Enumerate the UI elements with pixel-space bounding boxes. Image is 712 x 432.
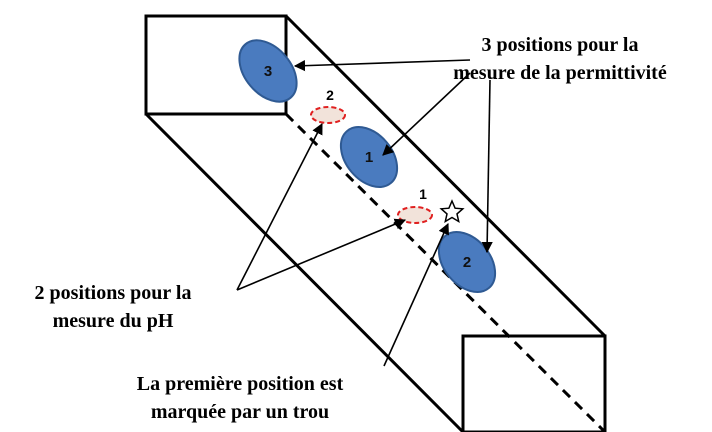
permittivity-position-3: 3 [238,39,298,103]
hole-caption-line1: La première position est [137,373,344,395]
hole-star-icon [439,199,465,224]
permittivity-position-label: 3 [264,63,272,80]
box-edge-bottom-left [144,112,465,432]
permittivity-marker-ellipse [339,126,399,188]
hole-caption: La première position est marquée par un … [137,373,344,423]
ph-position-label: 1 [419,186,427,202]
ph-marker-ellipse [310,106,346,124]
permittivity-caption: 3 positions pour la mesure de la permitt… [453,34,667,84]
arrow-to-permittivity-2 [481,79,493,254]
ph-position-1: 1 [397,186,433,224]
ph-caption-line1: 2 positions pour la [35,282,192,304]
box-end-face-bottom [461,334,607,432]
permittivity-position-label: 1 [365,149,373,166]
permittivity-position-2: 2 [437,231,497,293]
arrow-to-ph-2 [236,123,323,291]
ph-position-2: 2 [310,87,346,124]
ph-marker-ellipse [397,206,433,224]
permittivity-caption-line2: mesure de la permittivité [453,62,667,84]
arrow-to-permittivity-1 [382,72,471,156]
arrow-to-hole-star [383,222,449,367]
permittivity-position-label: 2 [463,254,471,271]
arrow-to-ph-1 [236,218,407,291]
ph-caption-line2: mesure du pH [53,310,174,332]
permittivity-position-1: 1 [339,126,399,188]
arrow-to-permittivity-3 [293,59,471,72]
ph-caption: 2 positions pour la mesure du pH [35,282,192,332]
box-edge-top-right [284,14,607,338]
hole-caption-line2: marquée par un trou [151,401,329,423]
annotation-arrows [236,59,493,367]
ph-position-label: 2 [326,87,334,103]
permittivity-marker-ellipse [238,39,298,103]
permittivity-caption-line1: 3 positions pour la [482,34,639,56]
